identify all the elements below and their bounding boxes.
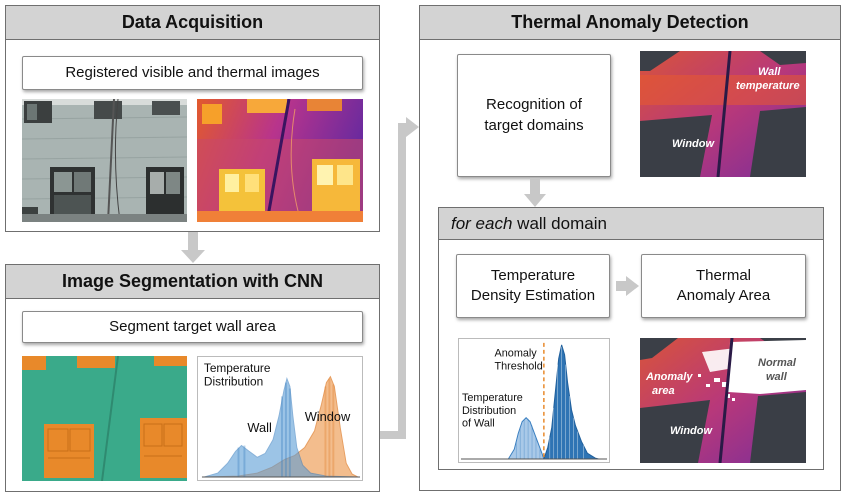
segment-wall-box: Segment target wall area	[22, 311, 363, 343]
density-estimation-box: Temperature Density Estimation	[456, 254, 610, 318]
arrow-right-icon	[380, 117, 419, 439]
anomaly-area-line1: Thermal	[695, 266, 751, 284]
thermal-anomaly-detection-panel: Thermal Anomaly Detection Recognition of…	[419, 5, 841, 491]
temperature-distribution-chart: Temperature Distribution Wall Window	[197, 356, 363, 481]
anomaly-area-line2: Anomaly Area	[676, 287, 771, 304]
recognition-box: Recognition of target domains	[457, 54, 611, 177]
normal-wall-label-line1: Normal	[758, 357, 797, 369]
anomaly-area-box: Thermal Anomaly Area	[641, 254, 806, 318]
wall-domain-panel: for each wall domain Temperature Density…	[438, 207, 824, 470]
image-segmentation-title: Image Segmentation with CNN	[6, 265, 379, 299]
data-acquisition-panel: Data Acquisition Registered visible and …	[5, 5, 380, 232]
thermal-recognition-image: Wall temperature Window	[640, 51, 806, 177]
wall-domain-title-rest: wall domain	[512, 213, 607, 233]
normal-wall-label-line2: wall	[766, 371, 788, 383]
wall-temperature-label-line2: temperature	[736, 80, 800, 92]
data-acquisition-title: Data Acquisition	[6, 6, 379, 40]
recognition-line1: Recognition of	[486, 96, 582, 114]
thermal-anomaly-detection-title: Thermal Anomaly Detection	[420, 6, 840, 40]
window-label: Window	[670, 425, 713, 437]
wall-temperature-label-line1: Wall	[758, 66, 781, 78]
arrow-down-icon	[181, 232, 205, 263]
wall-series-label: Wall	[247, 420, 271, 435]
window-label: Window	[672, 138, 715, 150]
wall-dist-line2: Distribution	[462, 405, 516, 417]
anomaly-threshold-line1: Anomaly	[495, 348, 538, 360]
chart-title-line2: Distribution	[204, 375, 263, 389]
wall-dist-line1: Temperature	[462, 392, 523, 404]
arrow-right-icon	[616, 276, 639, 296]
anomaly-area-label-line1: Anomaly	[645, 371, 693, 383]
arrow-down-icon	[524, 178, 546, 207]
thermal-image	[197, 99, 363, 222]
registered-images-box: Registered visible and thermal images	[22, 56, 363, 90]
anomaly-threshold-line2: Threshold	[495, 361, 543, 373]
window-series-label: Window	[305, 409, 351, 424]
anomaly-map-image: Anomaly area Normal wall Window	[640, 338, 806, 463]
wall-density-chart: Anomaly Threshold Temperature Distributi…	[458, 338, 610, 463]
segmented-image	[22, 356, 187, 481]
density-line1: Temperature	[490, 266, 576, 284]
chart-title-line1: Temperature	[204, 361, 271, 375]
density-line2: Density Estimation	[470, 287, 596, 304]
visible-image	[22, 99, 187, 222]
wall-domain-title: for each wall domain	[439, 208, 823, 240]
wall-dist-line3: of Wall	[462, 418, 495, 430]
recognition-line2: target domains	[484, 116, 584, 134]
wall-domain-title-italic: for each	[451, 213, 513, 233]
image-segmentation-panel: Image Segmentation with CNN Segment targ…	[5, 264, 380, 492]
anomaly-area-label-line2: area	[652, 385, 675, 397]
